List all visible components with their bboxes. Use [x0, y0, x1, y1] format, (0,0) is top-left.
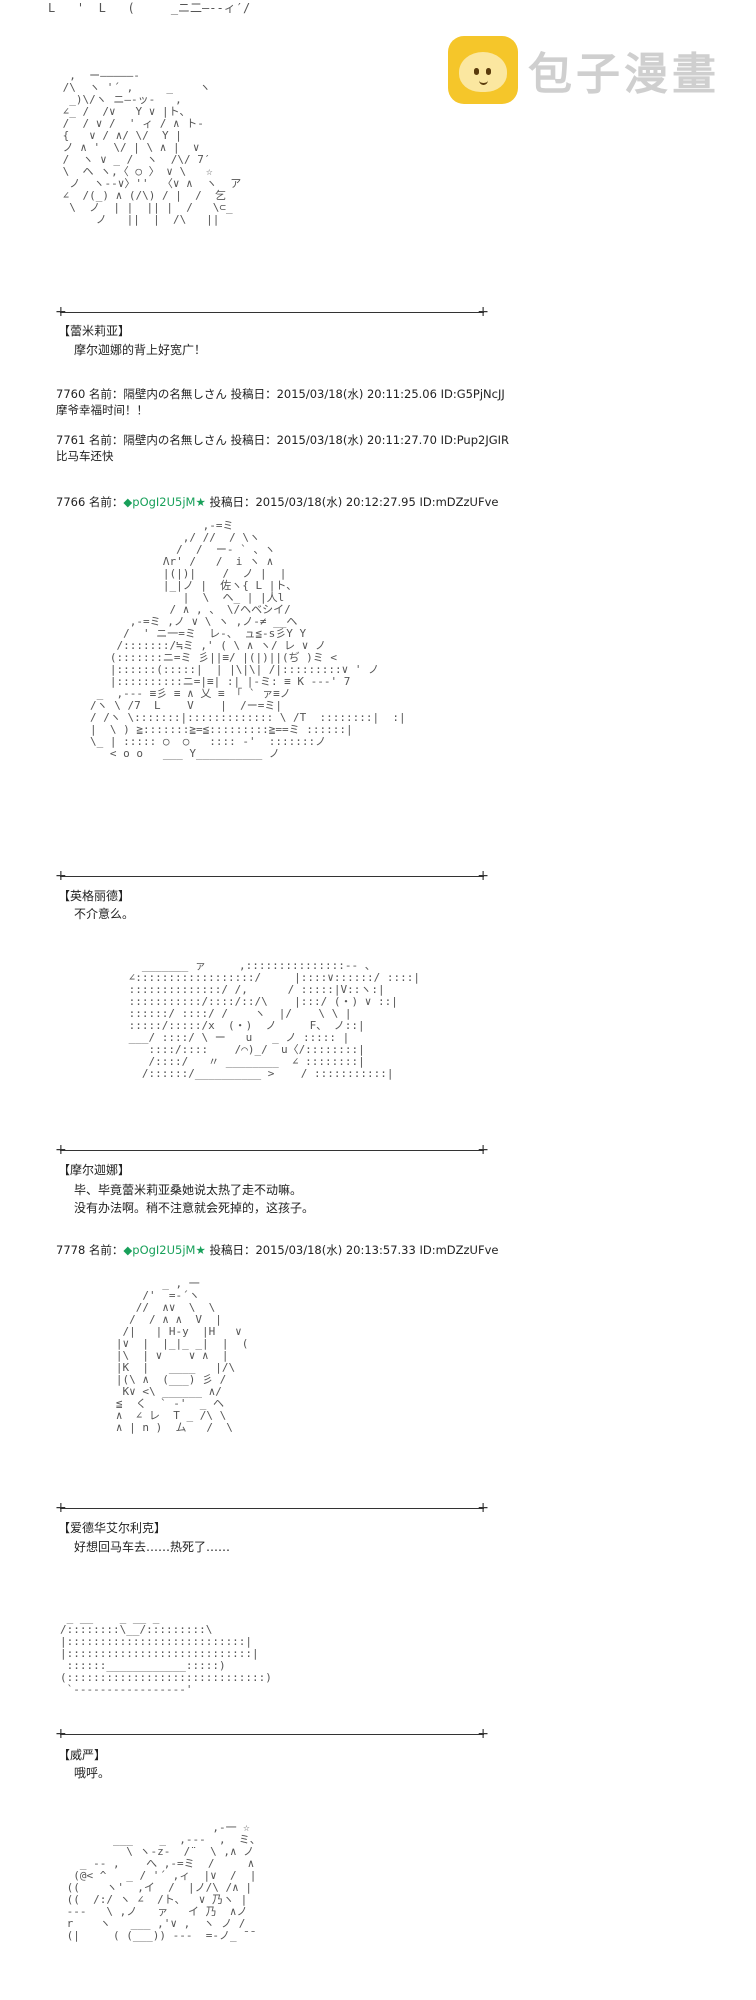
- trip-code: ◆pOgI2U5jM: [123, 1243, 196, 1257]
- ascii-art-ingrid: ,-=ミ ,/ // / \ヽ / / ー- ` 、ヽ Λr' / / i ヽ …: [90, 519, 406, 760]
- post-body: 摩爷幸福时间！！: [56, 403, 148, 417]
- ascii-art-dignity: _ __ _ __ _ /::::::::\__/:::::::::\ |:::…: [60, 1611, 272, 1696]
- trip-code: ◆pOgI2U5jM: [123, 495, 196, 509]
- watermark-logo: 包子漫畫: [448, 36, 720, 104]
- divider: [55, 304, 489, 320]
- post-meta: 投稿日：2015/03/18(水) 20:12:27.95 ID:mDZzUFv…: [205, 495, 499, 509]
- bun-mascot-icon: [448, 36, 518, 104]
- dialogue-line: 毕、毕竟蕾米莉亚桑她说太热了走不动嘛。: [74, 1183, 303, 1197]
- post-header: 7766 名前：◆pOgI2U5jM★ 投稿日：2015/03/18(水) 20…: [56, 494, 498, 510]
- divider: [55, 1500, 489, 1516]
- post-number: 7766 名前：: [56, 495, 124, 509]
- speaker-label: 【爱德华艾尔利克】: [58, 1521, 167, 1535]
- speaker-label: 【威严】: [58, 1748, 107, 1762]
- divider: [55, 868, 489, 884]
- star-icon: ★: [195, 495, 206, 509]
- post-body: 比马车还快: [56, 449, 114, 463]
- speaker-label: 【蕾米莉亚】: [58, 324, 131, 338]
- post-number: 7778 名前：: [56, 1243, 124, 1257]
- divider: [55, 1726, 489, 1742]
- dialogue-line: 哦呼。: [74, 1766, 111, 1780]
- dialogue-line: 好想回马车去……热死了……: [74, 1540, 231, 1554]
- speaker-label: 【英格丽德】: [58, 889, 131, 903]
- star-icon: ★: [195, 1243, 206, 1257]
- speaker-label: 【摩尔迦娜】: [58, 1163, 131, 1177]
- divider: [55, 1142, 489, 1158]
- ascii-art-edward: _ , 一 /' =-´ヽ // ∧∨ \ \ / / ∧ ∧ V | /| |…: [115, 1277, 249, 1434]
- top-art-fragment: L ' L ( _ニ二―--ィ′/: [48, 1, 251, 15]
- post-header: 7778 名前：◆pOgI2U5jM★ 投稿日：2015/03/18(水) 20…: [56, 1242, 498, 1258]
- watermark-text: 包子漫畫: [528, 49, 720, 100]
- ascii-art-morgiana: _______ ァ ,:::::::::::::::-‐ 、 ∠::::::::…: [128, 959, 421, 1080]
- post-meta: 投稿日：2015/03/18(水) 20:13:57.33 ID:mDZzUFv…: [205, 1243, 499, 1257]
- post-header: 7761 名前：隔壁内の名無しさん 投稿日：2015/03/18(水) 20:1…: [56, 433, 510, 447]
- ascii-art-group: ,-一 ☆ ___ _ ,--- , ミ、 \ ヽ-z- /¨ \ ,∧ ノ _…: [66, 1821, 261, 1942]
- dialogue-line: 不介意么。: [74, 907, 135, 921]
- dialogue-line: 摩尔迦娜的背上好宽广！: [74, 343, 207, 357]
- post-header: 7760 名前：隔壁内の名無しさん 投稿日：2015/03/18(水) 20:1…: [56, 387, 505, 401]
- dialogue-line: 没有办法啊。稍不注意就会死掉的，这孩子。: [74, 1201, 315, 1215]
- ascii-art-remilia: , ー―――――‐ /\ ヽ '´ , _ ヽ _)\/ヽ ニ―‐ッ‐ , ∠_…: [62, 69, 242, 226]
